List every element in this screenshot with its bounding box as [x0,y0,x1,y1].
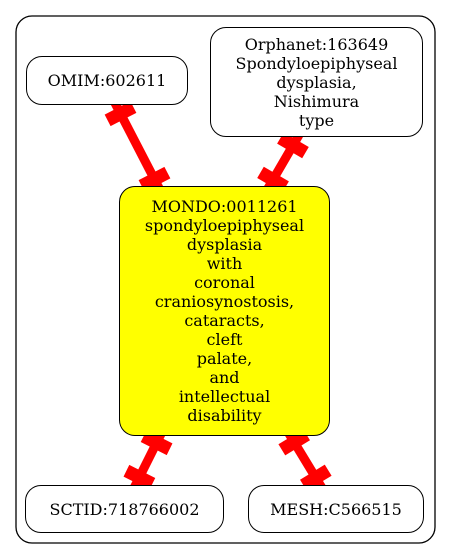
node-orphanet-line: dysplasia, [276,72,357,92]
node-omim[interactable]: OMIM:602611 [26,56,188,105]
edge-mondo-mesh [278,429,332,491]
node-mondo[interactable]: MONDO:0011261 spondyloepiphyseal dysplas… [119,186,330,436]
edge-mondo-sctid [123,429,173,491]
node-orphanet-line: type [298,110,335,130]
node-orphanet-line: Nishimura [273,91,360,111]
node-mondo-line: dysplasia [186,235,263,254]
node-mondo-line: intellectual [178,387,271,406]
node-mondo-line: disability [187,406,262,425]
node-mondo-line: cataracts, [184,311,265,330]
node-sctid[interactable]: SCTID:718766002 [25,485,224,533]
node-mondo-line: with [206,254,243,273]
node-orphanet-id: Orphanet:163649 [244,34,389,54]
node-mesh[interactable]: MESH:C566515 [248,485,424,533]
node-omim-label: OMIM:602611 [47,71,167,90]
node-mondo-line: cleft [206,330,243,349]
cluster-frame [15,15,436,544]
edge-layer [104,100,332,491]
node-mesh-label: MESH:C566515 [270,499,402,519]
edge-tail-marker [277,132,309,159]
node-mondo-line: palate, [196,349,253,368]
node-mondo-line: spondyloepiphyseal [144,216,305,235]
node-orphanet-line: Spondyloepiphyseal [235,53,398,73]
edge-omim-mondo [104,100,171,193]
edge-tail-marker [140,430,173,456]
node-orphanet[interactable]: Orphanet:163649 Spondyloepiphyseal dyspl… [210,27,423,137]
node-mondo-id: MONDO:0011261 [151,197,298,216]
node-sctid-label: SCTID:718766002 [49,499,200,519]
node-mondo-line: and [209,368,240,387]
node-mondo-line: craniosynostosis, [154,292,295,311]
edge-tail-marker [104,101,137,127]
node-mondo-line: coronal [194,273,255,292]
edge-orphanet-mondo [257,132,309,193]
